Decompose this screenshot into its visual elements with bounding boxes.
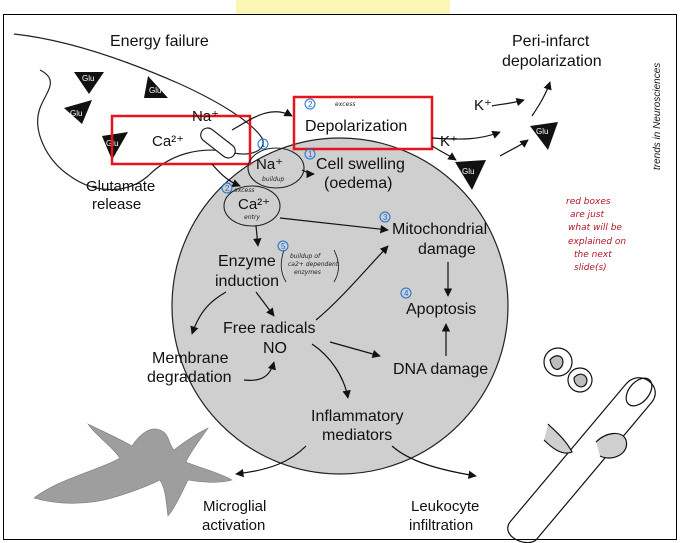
label-peri-infarct: Peri-infarct: [512, 33, 590, 50]
svg-text:Glu: Glu: [149, 86, 161, 95]
label-ca-top: Ca²⁺: [152, 133, 184, 150]
glu-vesicle-1: Glu: [74, 72, 104, 94]
na-accumulation-ring: [247, 147, 305, 189]
leukocyte-cells: [543, 347, 593, 393]
label-enzyme: Enzyme: [218, 253, 276, 270]
svg-text:are just: are just: [570, 210, 605, 220]
note-enzyme-bracket: [280, 249, 339, 283]
side-note: red boxes are just what will be explaine…: [566, 197, 626, 273]
step-number-4: 4: [404, 289, 409, 298]
svg-text:Glu: Glu: [70, 109, 82, 118]
microglia-cell: [33, 423, 233, 517]
label-membrane-2: degradation: [147, 369, 232, 386]
svg-text:Glu: Glu: [82, 74, 94, 83]
label-glutamate-release: Glutamate: [86, 178, 155, 195]
step-number-3: 3: [383, 213, 388, 222]
handwritten-annotations: excess buildup excess entry buildup of c…: [221, 98, 412, 299]
glu-vesicle-4: Glu: [102, 132, 128, 160]
step-number-5: 5: [281, 242, 286, 251]
label-cell-swelling: Cell swelling: [316, 156, 405, 173]
step-number-1: 1: [261, 140, 266, 149]
label-glutamate-release-2: release: [92, 196, 141, 213]
svg-text:the next: the next: [574, 250, 612, 260]
label-k-plus-upper: K⁺: [474, 97, 492, 114]
ion-channel: [200, 127, 236, 159]
label-free-radicals: Free radicals: [223, 320, 315, 337]
highlight-box-depolarization: [292, 95, 434, 151]
note-enzyme-1: buildup of: [290, 253, 321, 260]
label-microglial-2: activation: [202, 517, 265, 534]
note-buildup: buildup: [262, 176, 285, 183]
figure-frame: [3, 14, 677, 540]
label-na-cell: Na⁺: [256, 156, 283, 173]
highlight-box-ion-influx: [110, 114, 252, 166]
presynaptic-terminal: [13, 33, 264, 191]
label-peri-infarct-2: depolarization: [502, 53, 602, 70]
label-leukocyte-2: infiltration: [409, 517, 473, 534]
pathway-arrows: [190, 81, 552, 479]
label-k-plus-lower: K⁺: [440, 133, 458, 150]
note-excess-ca: excess: [234, 187, 254, 194]
svg-text:explained on: explained on: [568, 237, 626, 247]
blood-vessel: [507, 377, 656, 543]
glu-vesicle-5: Glu: [455, 160, 486, 190]
step-number-1b: 1: [308, 150, 313, 159]
label-dna-damage: DNA damage: [393, 361, 488, 378]
glu-vesicle-2: Glu: [144, 76, 168, 98]
label-depolarization: Depolarization: [305, 118, 407, 135]
note-enzyme-2: ca2+ dependent: [288, 261, 339, 268]
note-excess-depolarization: excess: [335, 101, 355, 108]
glu-vesicle-6: Glu: [530, 122, 558, 150]
label-mediators: mediators: [322, 427, 392, 444]
ca-accumulation-ring: [223, 185, 281, 227]
svg-text:Glu: Glu: [462, 167, 474, 176]
label-mitochondrial-2: damage: [418, 241, 476, 258]
label-na-top: Na⁺: [192, 108, 219, 125]
label-energy-failure: Energy failure: [110, 33, 209, 50]
label-inflammatory: Inflammatory: [311, 408, 403, 425]
step-number-2: 2: [308, 100, 313, 109]
label-oedema: (oedema): [324, 175, 392, 192]
neuron-cell-body: [171, 137, 509, 475]
svg-text:Glu: Glu: [536, 127, 548, 136]
journal-credit: trends in Neurosciences: [652, 63, 663, 170]
svg-text:slide(s): slide(s): [574, 263, 607, 273]
label-apoptosis: Apoptosis: [406, 301, 476, 318]
label-microglial: Microglial: [203, 498, 266, 515]
label-ca-cell: Ca²⁺: [238, 196, 270, 213]
label-leukocyte: Leukocyte: [411, 498, 479, 515]
label-enzyme-2: induction: [215, 273, 279, 290]
svg-text:what will be: what will be: [568, 223, 622, 233]
title-highlight-strip: [236, 0, 450, 14]
label-no: NO: [263, 340, 287, 357]
note-entry: entry: [244, 214, 260, 221]
svg-text:red boxes: red boxes: [566, 197, 611, 207]
label-mitochondrial: Mitochondrial: [392, 221, 487, 238]
step-number-2b: 2: [225, 184, 230, 193]
glu-vesicle-3: Glu: [64, 100, 92, 124]
note-enzyme-3: enzymes: [294, 269, 321, 276]
label-membrane: Membrane: [152, 350, 229, 367]
